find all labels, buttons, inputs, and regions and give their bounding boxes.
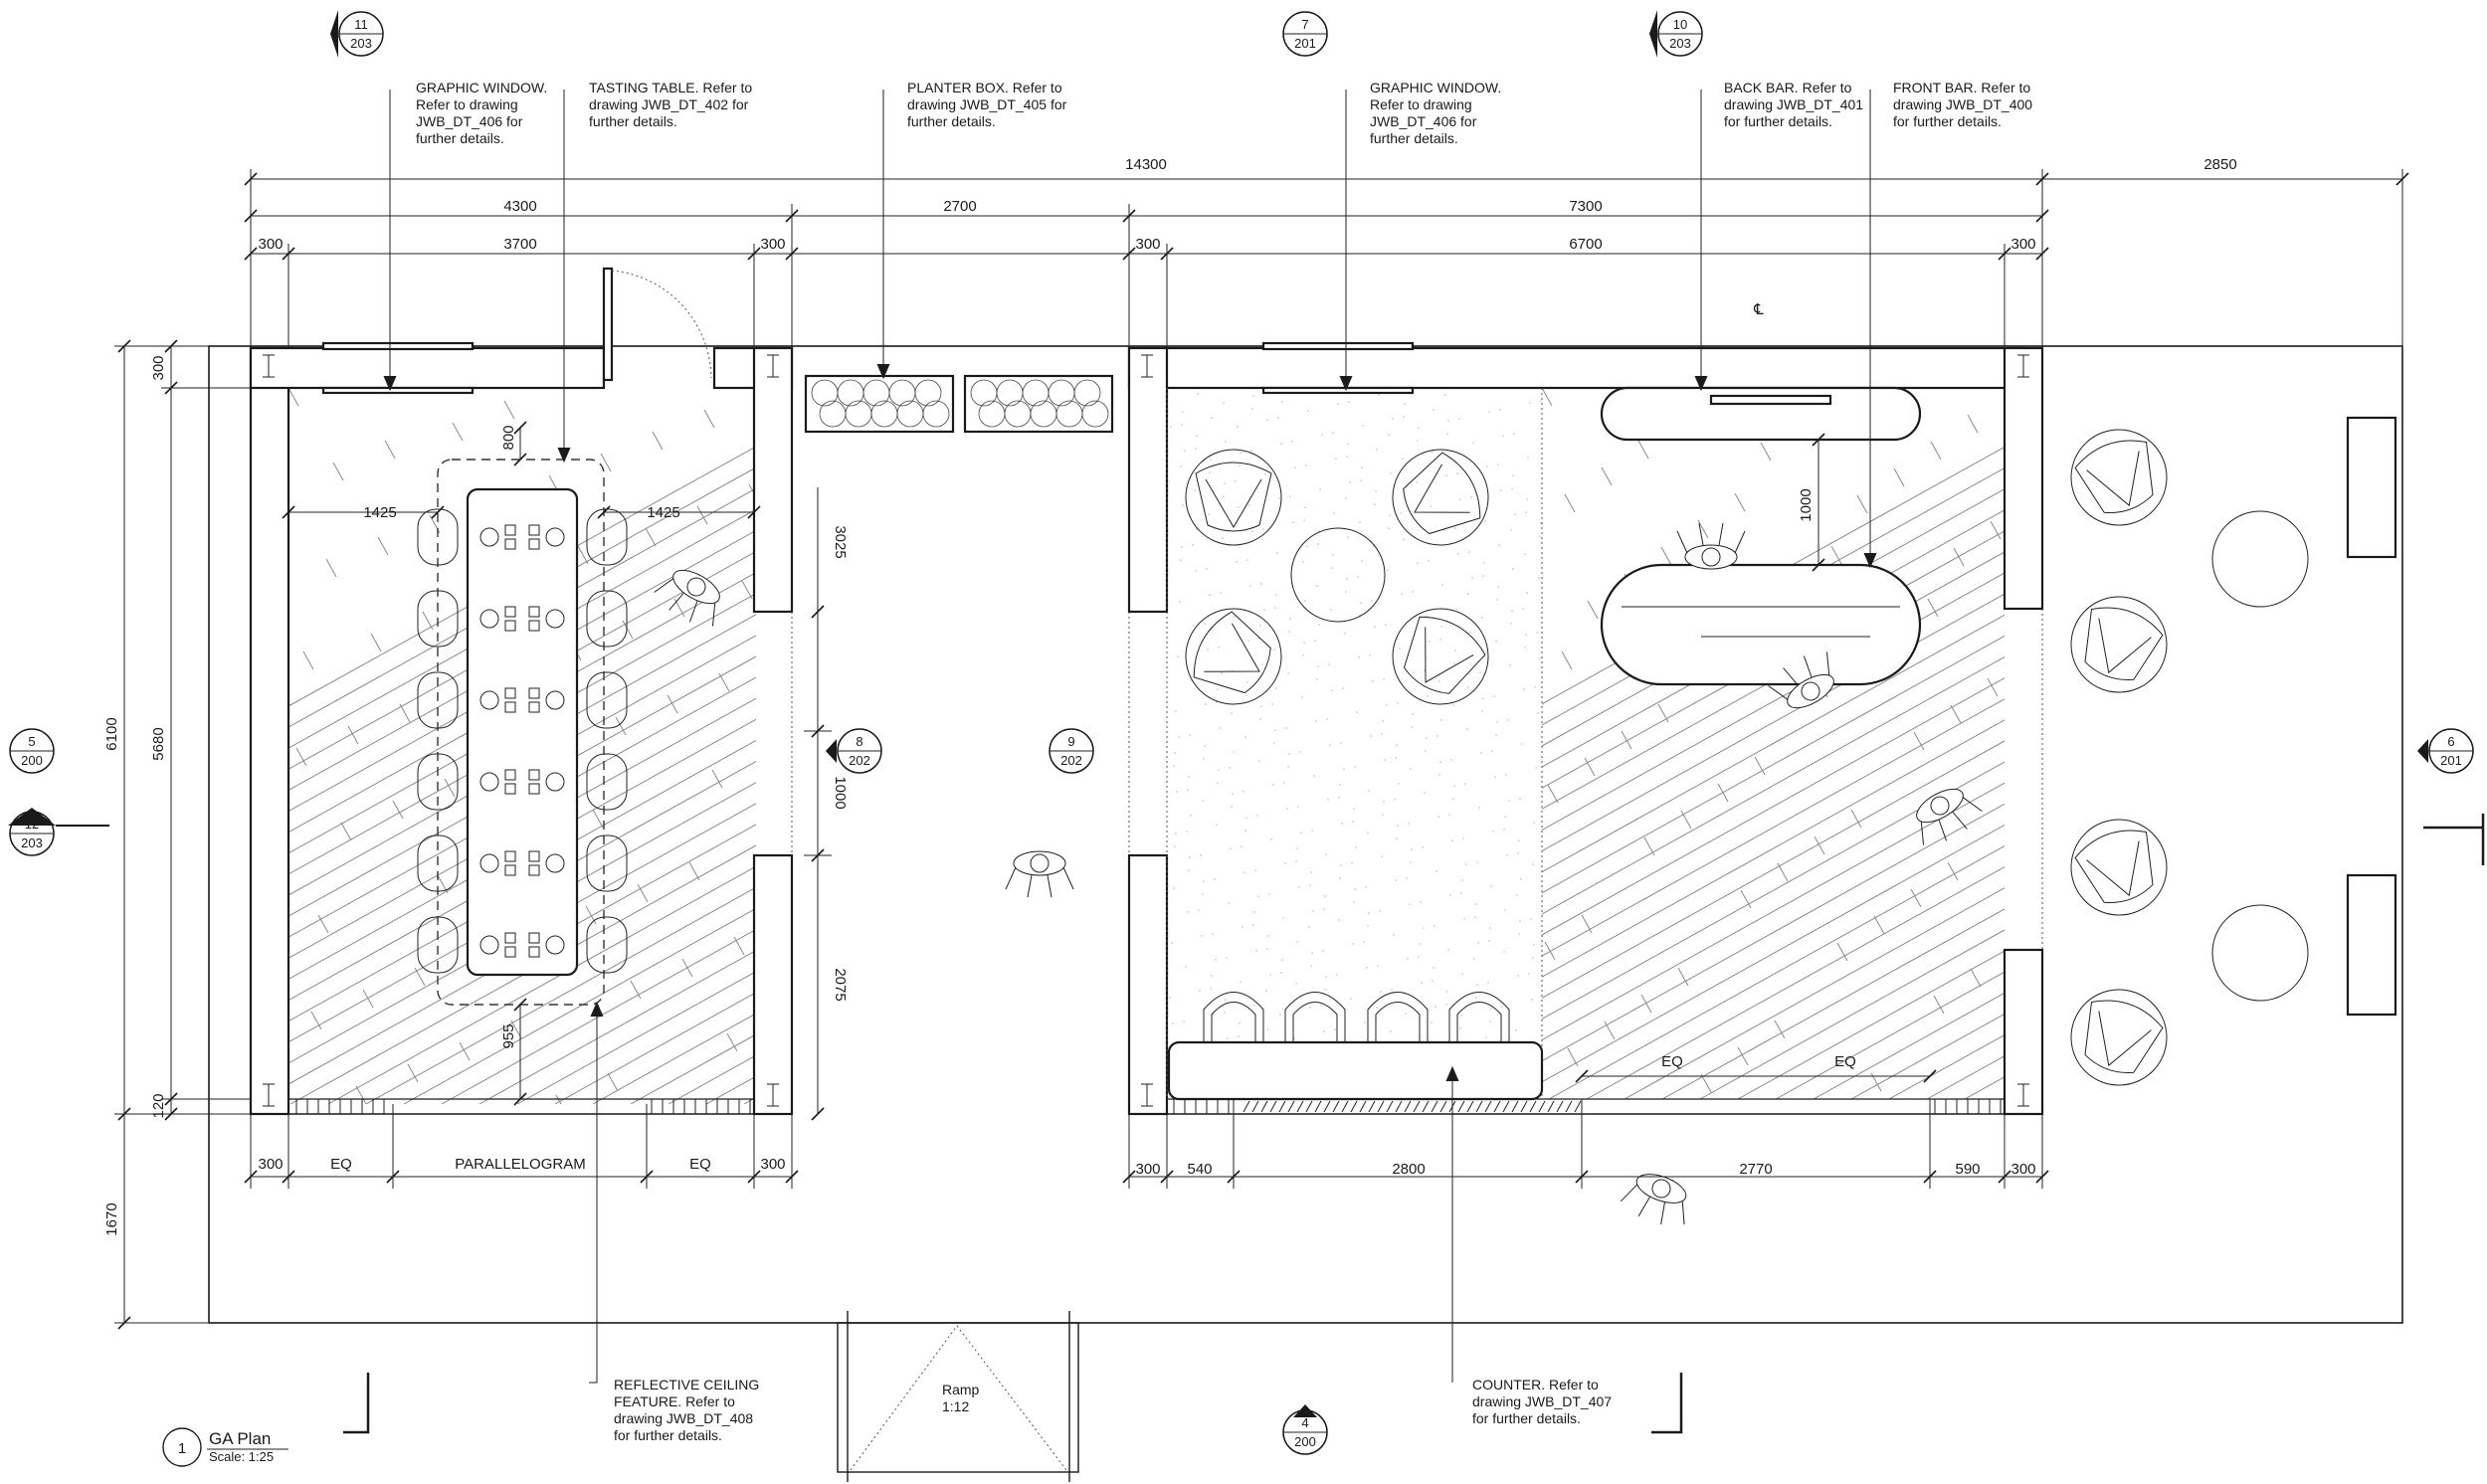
dim-6700: 6700 (1569, 236, 1602, 253)
svg-text:7: 7 (1301, 17, 1308, 32)
dim-table-800: 800 (500, 425, 517, 450)
dim-300-d: 300 (2010, 236, 2035, 253)
svg-text:203: 203 (1669, 36, 1691, 51)
drawing-number: 1 (178, 1440, 186, 1457)
planter-boxes (804, 374, 2397, 1017)
speckle-floor-lounge (1169, 388, 1542, 1039)
section-tag-6-201: 6 201 (2417, 728, 2474, 774)
note-graphic-window-1: GRAPHIC WINDOW. Refer to drawing JWB_DT_… (416, 80, 551, 146)
corridor-boundary (791, 388, 2043, 1099)
annotation-leaders (383, 90, 1877, 1384)
svg-text:11: 11 (354, 17, 368, 32)
dim-300-c: 300 (1135, 236, 1160, 253)
timber-floor-hatch-right (1542, 388, 2005, 1099)
annotations: GRAPHIC WINDOW. Refer to drawing JWB_DT_… (416, 80, 2036, 1443)
dim-bottom-eq-b: EQ (689, 1156, 711, 1173)
dim-3700: 3700 (503, 236, 536, 253)
section-tag-12-203: 12 203 (8, 808, 109, 856)
drawing-scale: Scale: 1:25 (209, 1449, 274, 1464)
dim-bottom-eq-a: EQ (330, 1156, 352, 1173)
dim-3025: 3025 (832, 525, 849, 558)
svg-text:203: 203 (21, 835, 43, 850)
dim-overall-2850: 2850 (2203, 156, 2236, 173)
people-figures (654, 522, 1983, 1225)
section-tag-7-201: 7 201 (1282, 11, 1328, 57)
svg-text:10: 10 (1673, 17, 1687, 32)
svg-text:200: 200 (21, 753, 43, 768)
dim-2770: 2770 (1739, 1161, 1772, 1178)
section-tag-10-203: 10 203 (1649, 10, 1703, 58)
svg-text:203: 203 (350, 36, 372, 51)
dim-parallelogram: PARALLELOGRAM (455, 1156, 585, 1173)
note-reflective-ceiling: REFLECTIVE CEILING FEATURE. Refer to dra… (614, 1377, 763, 1443)
section-tag-5-200: 5 200 (9, 728, 55, 774)
dim-bar-eq-a: EQ (1661, 1053, 1683, 1070)
section-tag-8-202: 8 202 (826, 728, 882, 774)
svg-text:200: 200 (1294, 1434, 1316, 1449)
dim-540: 540 (1187, 1161, 1212, 1178)
svg-text:12: 12 (25, 817, 39, 832)
note-back-bar: BACK BAR. Refer to drawing JWB_DT_401 fo… (1724, 80, 1867, 129)
drawing-title-text: GA Plan (209, 1429, 271, 1448)
note-ramp: Ramp 1:12 (942, 1382, 983, 1414)
dim-5680: 5680 (150, 727, 167, 760)
dim-6100: 6100 (103, 717, 120, 750)
tasting-table (417, 459, 628, 1006)
note-tasting-table: TASTING TABLE. Refer to drawing JWB_DT_4… (589, 80, 756, 129)
dim-bar-1000: 1000 (1798, 488, 1815, 521)
dim-120: 120 (150, 1093, 167, 1118)
svg-text:4: 4 (1301, 1415, 1308, 1430)
dimension-lines (114, 169, 2403, 1324)
dim-300-b: 300 (760, 236, 785, 253)
dim-bottom-300-a: 300 (258, 1156, 283, 1173)
section-tag-9-202: 9 202 (1049, 728, 1094, 774)
dim-2700: 2700 (943, 198, 976, 215)
section-tag-4-200: 4 200 (1282, 1404, 1328, 1455)
timber-floor-hatch-left (288, 388, 756, 1104)
dimension-text: 14300 2850 4300 2700 7300 300 3700 300 3… (103, 156, 2237, 1236)
note-planter-box: PLANTER BOX. Refer to drawing JWB_DT_405… (907, 80, 1070, 129)
dim-4300: 4300 (503, 198, 536, 215)
dim-table-955: 955 (500, 1023, 517, 1048)
dim-bottom-300-b: 300 (760, 1156, 785, 1173)
counter (1167, 992, 1544, 1101)
note-graphic-window-2: GRAPHIC WINDOW. Refer to drawing JWB_DT_… (1370, 80, 1505, 146)
svg-text:8: 8 (856, 734, 862, 749)
dim-590: 590 (1955, 1161, 1980, 1178)
svg-text:202: 202 (849, 753, 870, 768)
bar (1600, 386, 1922, 686)
dim-300-a: 300 (258, 236, 283, 253)
dim-2800: 2800 (1392, 1161, 1425, 1178)
svg-text:6: 6 (2447, 734, 2454, 749)
dim-bar-eq-b: EQ (1834, 1053, 1856, 1070)
svg-text:202: 202 (1060, 753, 1082, 768)
dim-1000-door: 1000 (832, 776, 849, 809)
dim-table-1425-right: 1425 (647, 504, 679, 521)
entry-ramp (837, 1311, 1079, 1482)
svg-text:9: 9 (1067, 734, 1074, 749)
walls (249, 267, 2044, 1116)
dim-1670: 1670 (103, 1203, 120, 1235)
note-counter: COUNTER. Refer to drawing JWB_DT_407 for… (1472, 1377, 1616, 1426)
dim-bottom-300-d: 300 (2010, 1161, 2035, 1178)
drawing-title: 1 GA Plan Scale: 1:25 (162, 1427, 288, 1467)
dim-300-left: 300 (150, 355, 167, 380)
section-tags: 11 203 7 201 10 203 5 200 12 (8, 10, 2485, 1455)
dim-2075: 2075 (832, 968, 849, 1001)
svg-text:201: 201 (2440, 753, 2462, 768)
note-front-bar: FRONT BAR. Refer to drawing JWB_DT_400 f… (1893, 80, 2036, 129)
lounge-furniture (1185, 429, 2309, 1086)
dim-overall-14300: 14300 (1125, 156, 1167, 173)
dim-table-1425-left: 1425 (363, 504, 396, 521)
svg-text:201: 201 (1294, 36, 1316, 51)
dim-7300: 7300 (1569, 198, 1602, 215)
section-tag-11-203: 11 203 (330, 10, 384, 58)
svg-text:5: 5 (28, 734, 35, 749)
dim-bottom-300-c: 300 (1135, 1161, 1160, 1178)
centerline-symbol: ℄ (1753, 301, 1764, 318)
